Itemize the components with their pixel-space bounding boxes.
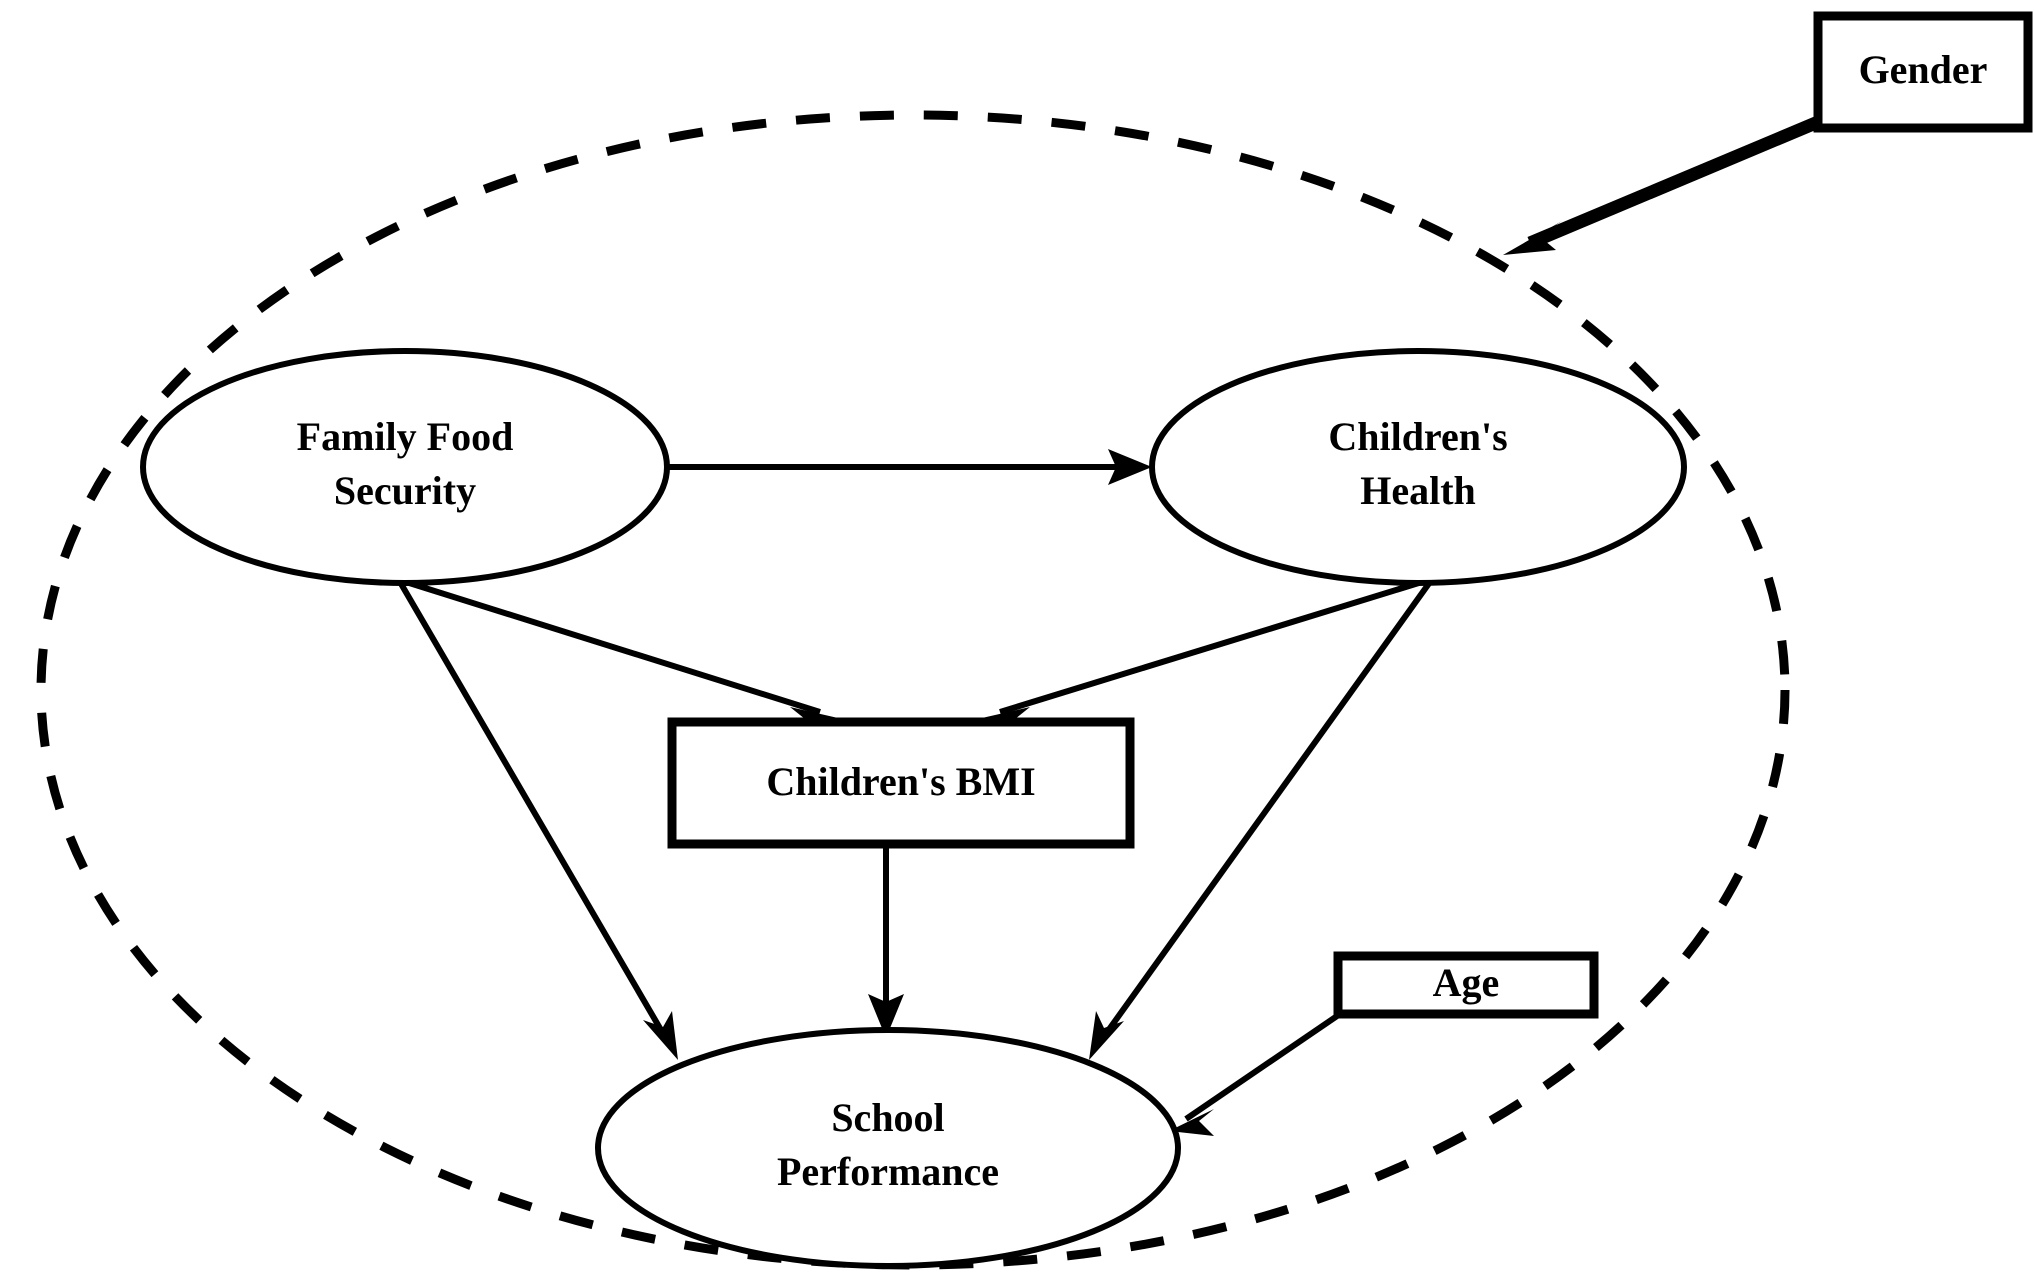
edge-childrens-bmi-to-school-performance (868, 846, 904, 1038)
childrens-health-label-line1: Children's (1328, 414, 1507, 459)
age-box[interactable] (1333, 951, 1599, 1019)
childrens-health-label-line2: Health (1360, 468, 1476, 513)
age-label: Age (1433, 960, 1500, 1005)
gender-box[interactable] (1813, 11, 2033, 133)
family-food-security-label-line1: Family Food (297, 414, 514, 459)
edge-childrens-health-to-childrens-bmi (982, 579, 1423, 738)
node-age[interactable]: Age (1333, 951, 1599, 1019)
edge-gender-to-model-boundary (1503, 116, 1821, 255)
school-performance-label-line2: Performance (777, 1149, 999, 1194)
edge-age-to-school-performance (1169, 1011, 1342, 1136)
gender-label: Gender (1859, 47, 1988, 92)
family-food-security-ellipse[interactable] (140, 348, 670, 586)
childrens-bmi-label: Children's BMI (766, 759, 1035, 804)
edge-family-food-security-to-childrens-bmi (405, 579, 838, 738)
edge-family-food-security-to-childrens-health (668, 449, 1152, 485)
school-performance-label-line1: School (831, 1095, 944, 1140)
node-childrens-bmi[interactable]: Children's BMI (667, 717, 1135, 849)
node-childrens-health[interactable]: Children's Health (1149, 348, 1687, 586)
node-gender[interactable]: Gender (1813, 11, 2033, 133)
childrens-bmi-box[interactable] (667, 717, 1135, 849)
edge-childrens-health-to-school-performance (1089, 580, 1433, 1060)
node-family-food-security[interactable]: Family Food Security (140, 348, 670, 586)
model-boundary-ellipse (36, 110, 1790, 1270)
family-food-security-label-line2: Security (334, 468, 476, 513)
edge-family-food-security-to-school-performance (397, 580, 678, 1060)
childrens-health-ellipse[interactable] (1149, 348, 1687, 586)
node-school-performance[interactable]: School Performance (595, 1027, 1181, 1269)
school-performance-ellipse[interactable] (595, 1027, 1181, 1269)
